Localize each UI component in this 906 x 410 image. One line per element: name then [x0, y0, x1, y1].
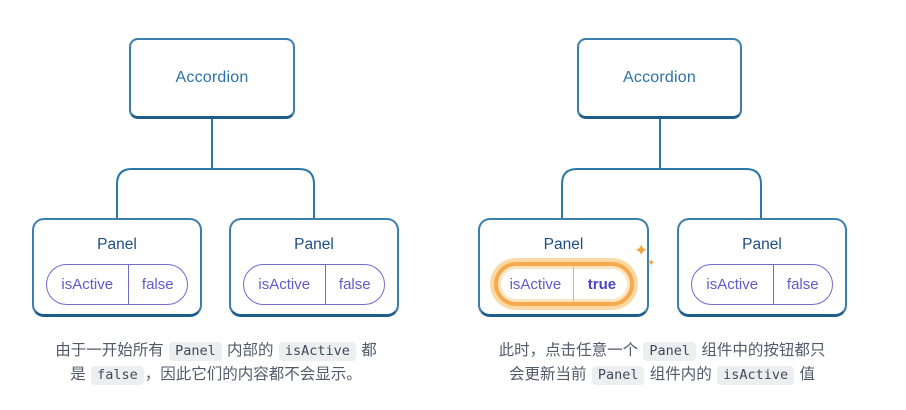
state-value: false: [141, 276, 174, 293]
panel-node: Panel isActive false: [229, 218, 399, 317]
state-pill: isActive false: [691, 264, 833, 305]
panel-label: Panel: [97, 236, 137, 253]
state-key: isActive: [244, 265, 326, 304]
state-key: isActive: [47, 265, 129, 304]
caption-line: 此时，点击任意一个 Panel 组件中的按钮都只: [498, 342, 826, 361]
panel-node-active: Panel isActive true: [478, 218, 649, 317]
sparkle-icon: ✦: [647, 258, 656, 269]
panel-label: Panel: [742, 236, 782, 253]
inline-code: Panel: [643, 342, 697, 361]
inline-code: Panel: [169, 342, 222, 361]
caption-line: 是 false，因此它们的内容都不会显示。: [70, 366, 362, 385]
panel-node: Panel isActive false: [677, 218, 847, 317]
accordion-label: Accordion: [175, 69, 249, 86]
inline-code: isActive: [717, 366, 795, 385]
state-pill-highlighted: isActive true: [493, 262, 634, 306]
panel-label: Panel: [543, 236, 584, 253]
state-value: false: [338, 276, 371, 293]
accordion-node: Accordion: [577, 38, 742, 119]
inline-code: isActive: [278, 342, 356, 361]
accordion-label: Accordion: [623, 69, 696, 86]
inline-code: Panel: [591, 366, 645, 385]
connector-right-bracket: [561, 168, 762, 219]
caption-before: 由于一开始所有 Panel 内部的 isActive 都是 false，因此它们…: [10, 339, 422, 387]
state-key: isActive: [498, 266, 575, 302]
caption-after: 此时，点击任意一个 Panel 组件中的按钮都只会更新当前 Panel 组件内的…: [456, 339, 868, 387]
connector-left-bracket: [116, 168, 315, 219]
accordion-node: Accordion: [129, 38, 295, 119]
caption-line: 会更新当前 Panel 组件内的 isActive 值: [509, 366, 815, 385]
state-value: true: [587, 275, 617, 293]
state-value: false: [786, 276, 819, 293]
caption-line: 由于一开始所有 Panel 内部的 isActive 都: [55, 342, 377, 361]
panel-label: Panel: [294, 236, 334, 253]
panel-node: Panel isActive false: [32, 218, 202, 317]
state-key: isActive: [692, 265, 774, 304]
state-pill: isActive false: [243, 264, 385, 305]
state-pill: isActive false: [46, 264, 188, 305]
inline-code: false: [91, 366, 144, 385]
sparkle-icon: ✦: [634, 241, 649, 260]
